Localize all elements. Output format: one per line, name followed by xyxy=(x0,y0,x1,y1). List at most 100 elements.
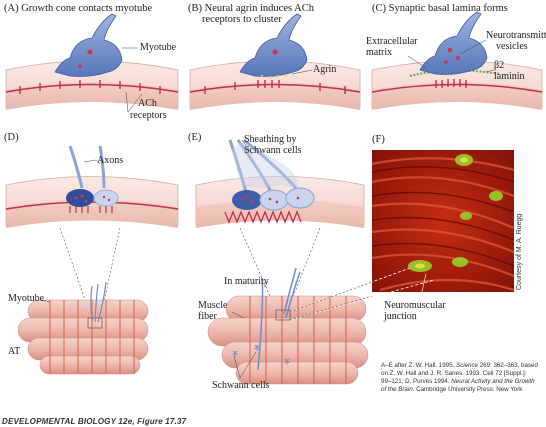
label-laminin: laminin xyxy=(494,71,525,82)
axon-d2 xyxy=(98,145,106,189)
credit-courtesy: Courtesy of M. A. Ruegg xyxy=(516,213,523,290)
credit-line4a: of the Brain. xyxy=(381,386,415,393)
panel-e xyxy=(195,138,369,385)
panel-d-title: (D) xyxy=(4,132,19,143)
junction-yellow-cores xyxy=(415,157,468,269)
label-axons: Axons xyxy=(97,155,124,166)
schwann-cell-stars xyxy=(232,344,290,365)
label-ach-a: ACh xyxy=(138,98,157,109)
panel-d xyxy=(5,145,179,375)
panel-f-title: (F) xyxy=(372,134,385,145)
label-junction: junction xyxy=(384,311,417,322)
panel-b-title: (B) Neural agrin induces ACh xyxy=(188,3,314,14)
figure-footer: DEVELOPMENTAL BIOLOGY 12e, Figure 17.37 xyxy=(2,417,187,426)
credit-line2: on Z. W. Hall and J. R. Sanes. 1993. Cel… xyxy=(381,370,527,377)
credit-line1: A–E after Z. W. Hall. 1995. xyxy=(381,362,455,369)
panel-b-title-2: receptors to cluster xyxy=(202,14,282,25)
terminal-e2 xyxy=(259,189,289,211)
vesicles-d xyxy=(74,194,111,203)
agrin-dots xyxy=(260,73,288,79)
label-beta2: β2 xyxy=(494,60,505,71)
zoom-box-e xyxy=(275,309,291,321)
label-neuromuscular: Neuromuscular xyxy=(384,300,446,311)
axon-d1 xyxy=(68,145,84,189)
label-schwann: Schwann cells xyxy=(244,145,302,156)
micrograph xyxy=(372,150,514,292)
growth-cone-a xyxy=(54,13,123,77)
myotube-side-c xyxy=(372,82,542,110)
membrane-b xyxy=(189,83,361,93)
vesicle-c3 xyxy=(444,60,448,64)
leader-axons-2 xyxy=(95,159,101,165)
vesicles-e xyxy=(240,195,300,204)
leader-nmj xyxy=(419,273,427,301)
micrograph-fibers-dark xyxy=(371,166,515,267)
label-neurotransmitter: Neurotransmitter xyxy=(486,30,546,41)
folds-e xyxy=(224,210,302,224)
credit-book: Neural Activity and the Growth xyxy=(451,378,535,385)
panel-c-title: (C) Synaptic basal lamina forms xyxy=(372,3,508,14)
leader-schwann-2 xyxy=(239,351,257,379)
membrane-a xyxy=(5,83,179,93)
label-extracellular: Extracellular xyxy=(366,36,418,47)
vesicle-c2 xyxy=(456,56,460,60)
label-agrin: Agrin xyxy=(313,64,337,75)
ach-receptors-a xyxy=(19,80,161,94)
leader-axons-1 xyxy=(83,159,97,163)
myotube-side-b xyxy=(190,82,360,110)
label-receptors-a: receptors xyxy=(130,110,167,121)
leader-ach-a2 xyxy=(125,91,129,113)
label-muscle: Muscle xyxy=(198,300,228,311)
credit-line4b: Cambridge University Press: New York xyxy=(416,386,523,393)
label-vesicles: vesicles xyxy=(496,41,528,52)
nerve-terminal-d2 xyxy=(93,189,119,207)
micrograph-fibers xyxy=(371,157,515,292)
label-at: AT xyxy=(8,346,21,357)
label-fiber: fiber xyxy=(198,311,217,322)
leader-neurotransmitter xyxy=(459,39,487,55)
panel-f xyxy=(289,150,515,321)
leader-schwann xyxy=(233,355,241,379)
zoom-line-e1 xyxy=(239,227,277,311)
growth-cone-c xyxy=(419,11,488,75)
vesicle-a1 xyxy=(87,49,93,55)
ach-cluster-d xyxy=(69,206,113,213)
nerve-terminal-d1 xyxy=(66,189,94,207)
membrane-c xyxy=(371,83,543,93)
credit-science: Science xyxy=(455,362,478,369)
myotube-side-d xyxy=(6,199,178,228)
leader-extracellular xyxy=(407,55,427,69)
junction-green-spots xyxy=(408,154,503,272)
leader-sheathing xyxy=(241,139,253,155)
panel-b xyxy=(189,13,361,110)
label-sheathing: Sheathing by xyxy=(244,134,297,145)
vesicle-b1 xyxy=(272,49,278,55)
panel-e-title: (E) xyxy=(188,132,202,143)
nerves-e xyxy=(257,267,301,371)
label-schwann-cells: Schwann cells xyxy=(212,380,270,391)
figure-credit: A–E after Z. W. Hall. 1995. Science 269:… xyxy=(381,362,541,394)
label-myotube-d: Myotube xyxy=(8,293,45,304)
axon-e1 xyxy=(228,139,248,193)
leader-myotube-d xyxy=(41,299,51,303)
panel-c xyxy=(371,11,543,110)
leader-agrin xyxy=(291,69,313,75)
leader-muscle xyxy=(231,311,245,319)
label-maturity: In maturity xyxy=(224,276,269,287)
vesicle-c1 xyxy=(447,47,453,53)
leader-ach-a1 xyxy=(127,93,143,113)
zoom-line-f1b xyxy=(289,281,373,313)
terminal-e1 xyxy=(232,190,262,210)
credit-line1b: 269: 362–363, based xyxy=(479,362,538,369)
nerves-d xyxy=(90,281,107,323)
ach-cluster-c xyxy=(435,79,467,88)
credit-line3: 99–121; D. Purves 1994. xyxy=(381,378,450,385)
leader-maturity xyxy=(261,281,269,285)
axon-e2 xyxy=(236,139,272,191)
schwann-sheath-e xyxy=(232,142,299,190)
axon-e3 xyxy=(243,138,298,190)
label-matrix: matrix xyxy=(366,47,393,58)
panel-a-title: (A) Growth cone contacts myotube xyxy=(4,3,153,14)
terminal-e3 xyxy=(285,187,315,209)
